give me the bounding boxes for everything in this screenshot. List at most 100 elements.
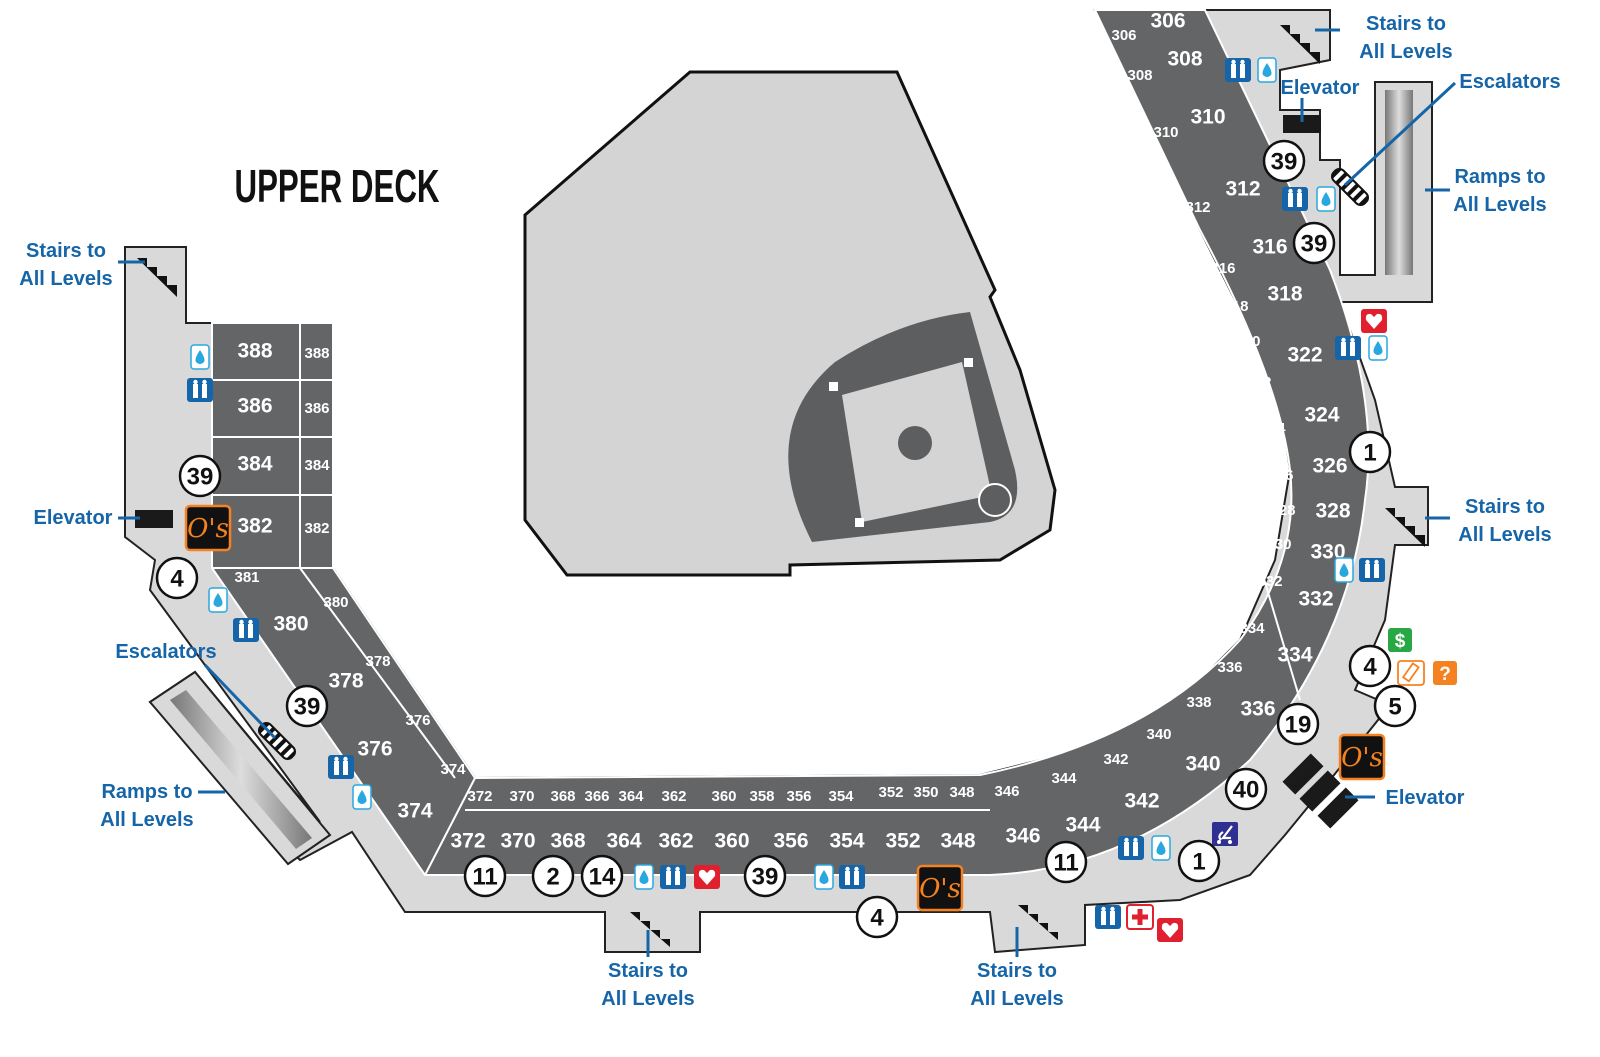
section-label[interactable]: 386	[237, 395, 272, 418]
stairs-icon	[1018, 905, 1058, 940]
section-label[interactable]: 360	[714, 830, 749, 853]
route-marker: 39	[1262, 139, 1306, 183]
section-label[interactable]: 316	[1252, 236, 1287, 259]
section-label[interactable]: 348	[940, 830, 975, 853]
section-label[interactable]: 334	[1277, 644, 1312, 667]
restroom-icon	[328, 755, 354, 779]
section-label[interactable]: 346	[994, 783, 1019, 800]
route-marker: 40	[1224, 767, 1268, 811]
section-label[interactable]: 354	[829, 830, 864, 853]
section-label[interactable]: 372	[467, 788, 492, 805]
section-label[interactable]: 382	[237, 515, 272, 538]
section-label[interactable]: 306	[1111, 27, 1136, 44]
section-label[interactable]: 312	[1185, 199, 1210, 216]
section-label[interactable]: 380	[323, 594, 348, 611]
route-marker: 39	[1292, 221, 1336, 265]
section-label[interactable]: 312	[1225, 178, 1260, 201]
section-label[interactable]: 364	[618, 788, 644, 805]
svg-text:40: 40	[1233, 777, 1260, 804]
section-label[interactable]: 322	[1246, 374, 1271, 391]
section-label[interactable]: 368	[550, 788, 575, 805]
section-label[interactable]: 376	[405, 712, 430, 729]
section-label[interactable]: 388	[237, 340, 272, 363]
route-marker: 1	[1348, 430, 1392, 474]
route-marker: 1	[1177, 839, 1221, 883]
section-label[interactable]: 324	[1260, 420, 1286, 437]
concourse	[124, 9, 1433, 954]
section-label[interactable]: 318	[1267, 283, 1302, 306]
section-label[interactable]: 338	[1186, 694, 1211, 711]
section-label[interactable]: 308	[1167, 48, 1202, 71]
section-label[interactable]: 318	[1223, 298, 1248, 315]
section-label[interactable]: 356	[773, 830, 808, 853]
section-label[interactable]: 344	[1065, 814, 1100, 837]
section-label[interactable]: 384	[237, 453, 272, 476]
section-label[interactable]: 382	[304, 520, 329, 537]
section-label[interactable]: 346	[1005, 825, 1040, 848]
section-label[interactable]: 328	[1315, 500, 1350, 523]
section-label[interactable]: 362	[658, 830, 693, 853]
stroller-icon	[1212, 822, 1238, 846]
section-label[interactable]: 386	[304, 400, 329, 417]
section-label[interactable]: 378	[328, 670, 363, 693]
svg-text:4: 4	[1363, 654, 1377, 681]
section-label[interactable]: 368	[550, 830, 585, 853]
section-label[interactable]: 374	[397, 800, 432, 823]
atm-icon: $	[1388, 628, 1412, 652]
section-label[interactable]: 326	[1312, 455, 1347, 478]
section-label[interactable]: 332	[1298, 588, 1333, 611]
section-label[interactable]: 388	[304, 345, 329, 362]
section-label[interactable]: 380	[273, 613, 308, 636]
section-label[interactable]: 358	[749, 788, 774, 805]
section-label[interactable]: 370	[509, 788, 534, 805]
escalator-icon	[1330, 167, 1370, 207]
orioles-icon: O's	[184, 504, 232, 552]
water-icon	[814, 864, 834, 890]
section-label[interactable]: 326	[1268, 467, 1293, 484]
section-label[interactable]: 336	[1240, 698, 1275, 721]
section-label[interactable]: 342	[1124, 790, 1159, 813]
svg-text:39: 39	[1301, 231, 1328, 258]
section-label[interactable]: 310	[1153, 124, 1178, 141]
elevator-icon	[1282, 753, 1324, 795]
first-aid-icon	[1126, 904, 1154, 930]
section-label[interactable]: 352	[878, 784, 903, 801]
section-label[interactable]: 308	[1127, 67, 1152, 84]
section-label[interactable]: 332	[1257, 573, 1282, 590]
section-label[interactable]: 348	[949, 784, 974, 801]
section-label[interactable]: 378	[365, 653, 390, 670]
section-label[interactable]: 344	[1051, 770, 1077, 787]
section-label[interactable]: 340	[1146, 726, 1171, 743]
section-label[interactable]: 366	[584, 788, 609, 805]
section-label[interactable]: 364	[606, 830, 641, 853]
section-label[interactable]: 342	[1103, 751, 1128, 768]
section-label[interactable]: 322	[1287, 344, 1322, 367]
section-label[interactable]: 376	[357, 738, 392, 761]
section-label[interactable]: 360	[711, 788, 736, 805]
section-label[interactable]: 320	[1235, 333, 1260, 350]
section-label[interactable]: 372	[450, 830, 485, 853]
section-label[interactable]: 336	[1217, 659, 1242, 676]
section-label[interactable]: 316	[1210, 260, 1235, 277]
section-label[interactable]: 310	[1190, 106, 1225, 129]
route-marker: 4	[855, 895, 899, 939]
section-label[interactable]: 352	[885, 830, 920, 853]
svg-text:1: 1	[1192, 849, 1205, 876]
route-marker: 39	[743, 854, 787, 898]
section-label[interactable]: 381	[234, 569, 259, 586]
restroom-icon	[233, 618, 259, 642]
section-label[interactable]: 324	[1304, 404, 1339, 427]
section-label[interactable]: 362	[661, 788, 686, 805]
section-label[interactable]: 328	[1270, 502, 1295, 519]
section-label[interactable]: 340	[1185, 753, 1220, 776]
section-label[interactable]: 330	[1266, 536, 1291, 553]
section-label[interactable]: 370	[500, 830, 535, 853]
section-label[interactable]: 334	[1239, 620, 1265, 637]
section-label[interactable]: 354	[828, 788, 854, 805]
section-label[interactable]: 306	[1150, 10, 1185, 33]
section-label[interactable]: 350	[913, 784, 938, 801]
section-label[interactable]: 356	[786, 788, 811, 805]
section-label[interactable]: 374	[440, 761, 466, 778]
section-label[interactable]: 384	[304, 457, 330, 474]
